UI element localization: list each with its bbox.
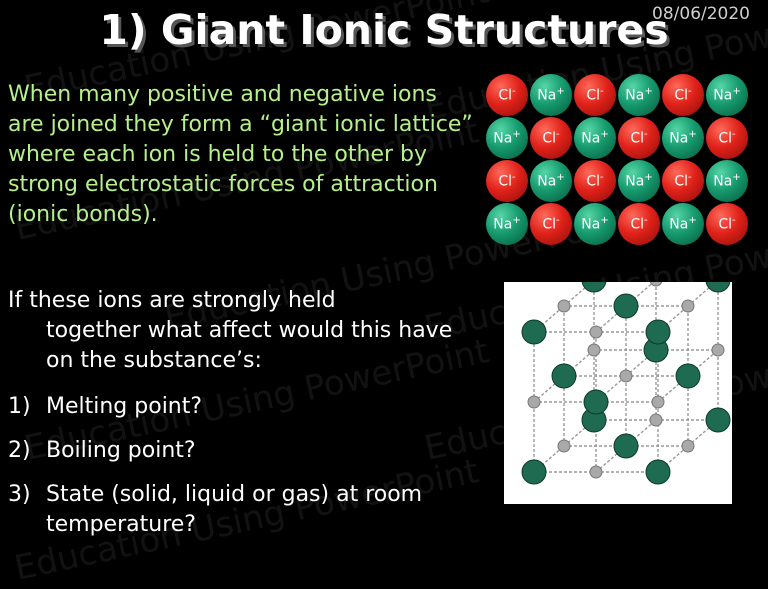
slide-title: 1) Giant Ionic Structures	[99, 6, 669, 54]
slide-date: 08/06/2020	[652, 4, 750, 24]
sodium-ion: Na+	[662, 203, 704, 245]
lattice-sodium-ion	[649, 413, 663, 427]
question-line-rest: together what affect would this have on …	[46, 318, 453, 373]
chloride-ion: Cl-	[486, 160, 528, 202]
chloride-ion: Cl-	[706, 203, 748, 245]
sodium-ion: Na+	[706, 74, 748, 116]
lattice-chloride-ion	[705, 267, 731, 293]
sodium-ion: Na+	[486, 117, 528, 159]
lattice-sodium-ion	[557, 299, 571, 313]
sodium-ion: Na+	[618, 160, 660, 202]
lattice-bond	[687, 419, 719, 447]
lattice-svg	[521, 267, 731, 485]
chloride-ion: Cl-	[618, 117, 660, 159]
lattice-chloride-ion	[581, 267, 607, 293]
chloride-ion: Cl-	[662, 74, 704, 116]
lattice-bond	[533, 375, 565, 403]
lattice-diagram	[504, 267, 732, 504]
lattice-sodium-ion	[589, 325, 603, 339]
intro-paragraph: When many positive and negative ions are…	[8, 82, 473, 227]
list-item: 1) Melting point?	[8, 392, 468, 422]
list-item-number: 3)	[8, 482, 31, 507]
sodium-ion: Na+	[574, 203, 616, 245]
lattice-chloride-ion	[675, 363, 701, 389]
lattice-chloride-ion	[645, 459, 671, 485]
sodium-ion: Na+	[530, 160, 572, 202]
lattice-sodium-ion	[651, 395, 665, 409]
lattice-sodium-ion	[527, 395, 541, 409]
list-item-text: Boiling point?	[46, 438, 196, 463]
sodium-ion: Na+	[618, 74, 660, 116]
lattice-sodium-ion	[587, 343, 601, 357]
lattice-sodium-ion	[711, 343, 725, 357]
lattice-chloride-ion	[705, 407, 731, 433]
question-paragraph: If these ions are strongly held together…	[8, 286, 468, 376]
ion-grid-diagram: Cl-Na+Cl-Na+Cl-Na+Na+Cl-Na+Cl-Na+Cl-Cl-N…	[486, 74, 750, 246]
list-item-number: 1)	[8, 394, 31, 419]
sodium-ion: Na+	[530, 74, 572, 116]
lattice-sodium-ion	[681, 299, 695, 313]
chloride-ion: Cl-	[574, 160, 616, 202]
chloride-ion: Cl-	[574, 74, 616, 116]
lattice-bond	[595, 445, 627, 473]
sodium-ion: Na+	[662, 117, 704, 159]
lattice-bond	[563, 419, 595, 447]
sodium-ion: Na+	[486, 203, 528, 245]
list-item-text: State (solid, liquid or gas) at room tem…	[46, 482, 423, 537]
sodium-ion: Na+	[706, 160, 748, 202]
lattice-chloride-ion	[613, 293, 639, 319]
lattice-bond	[657, 375, 689, 403]
list-item-number: 2)	[8, 438, 31, 463]
lattice-sodium-ion	[557, 439, 571, 453]
chloride-ion: Cl-	[662, 160, 704, 202]
lattice-chloride-ion	[551, 363, 577, 389]
chloride-ion: Cl-	[706, 117, 748, 159]
lattice-bond	[595, 305, 627, 333]
list-item-text: Melting point?	[46, 394, 203, 419]
list-item: 3) State (solid, liquid or gas) at room …	[8, 480, 468, 540]
chloride-ion: Cl-	[530, 203, 572, 245]
lattice-chloride-ion	[521, 459, 547, 485]
lattice-sodium-ion	[649, 273, 663, 287]
question-list: 1) Melting point? 2) Boiling point? 3) S…	[8, 392, 468, 554]
list-item: 2) Boiling point?	[8, 436, 468, 466]
lattice-bond	[563, 279, 595, 307]
lattice-chloride-ion	[645, 319, 671, 345]
lattice-chloride-ion	[521, 319, 547, 345]
lattice-sodium-ion	[589, 465, 603, 479]
chloride-ion: Cl-	[618, 203, 660, 245]
lattice-chloride-ion	[583, 389, 609, 415]
lattice-sodium-ion	[681, 439, 695, 453]
question-line-first: If these ions are strongly held	[8, 288, 336, 313]
chloride-ion: Cl-	[530, 117, 572, 159]
lattice-chloride-ion	[613, 433, 639, 459]
lattice-sodium-ion	[619, 369, 633, 383]
chloride-ion: Cl-	[486, 74, 528, 116]
sodium-ion: Na+	[574, 117, 616, 159]
lattice-bond	[687, 279, 719, 307]
lattice-bond	[625, 349, 657, 377]
